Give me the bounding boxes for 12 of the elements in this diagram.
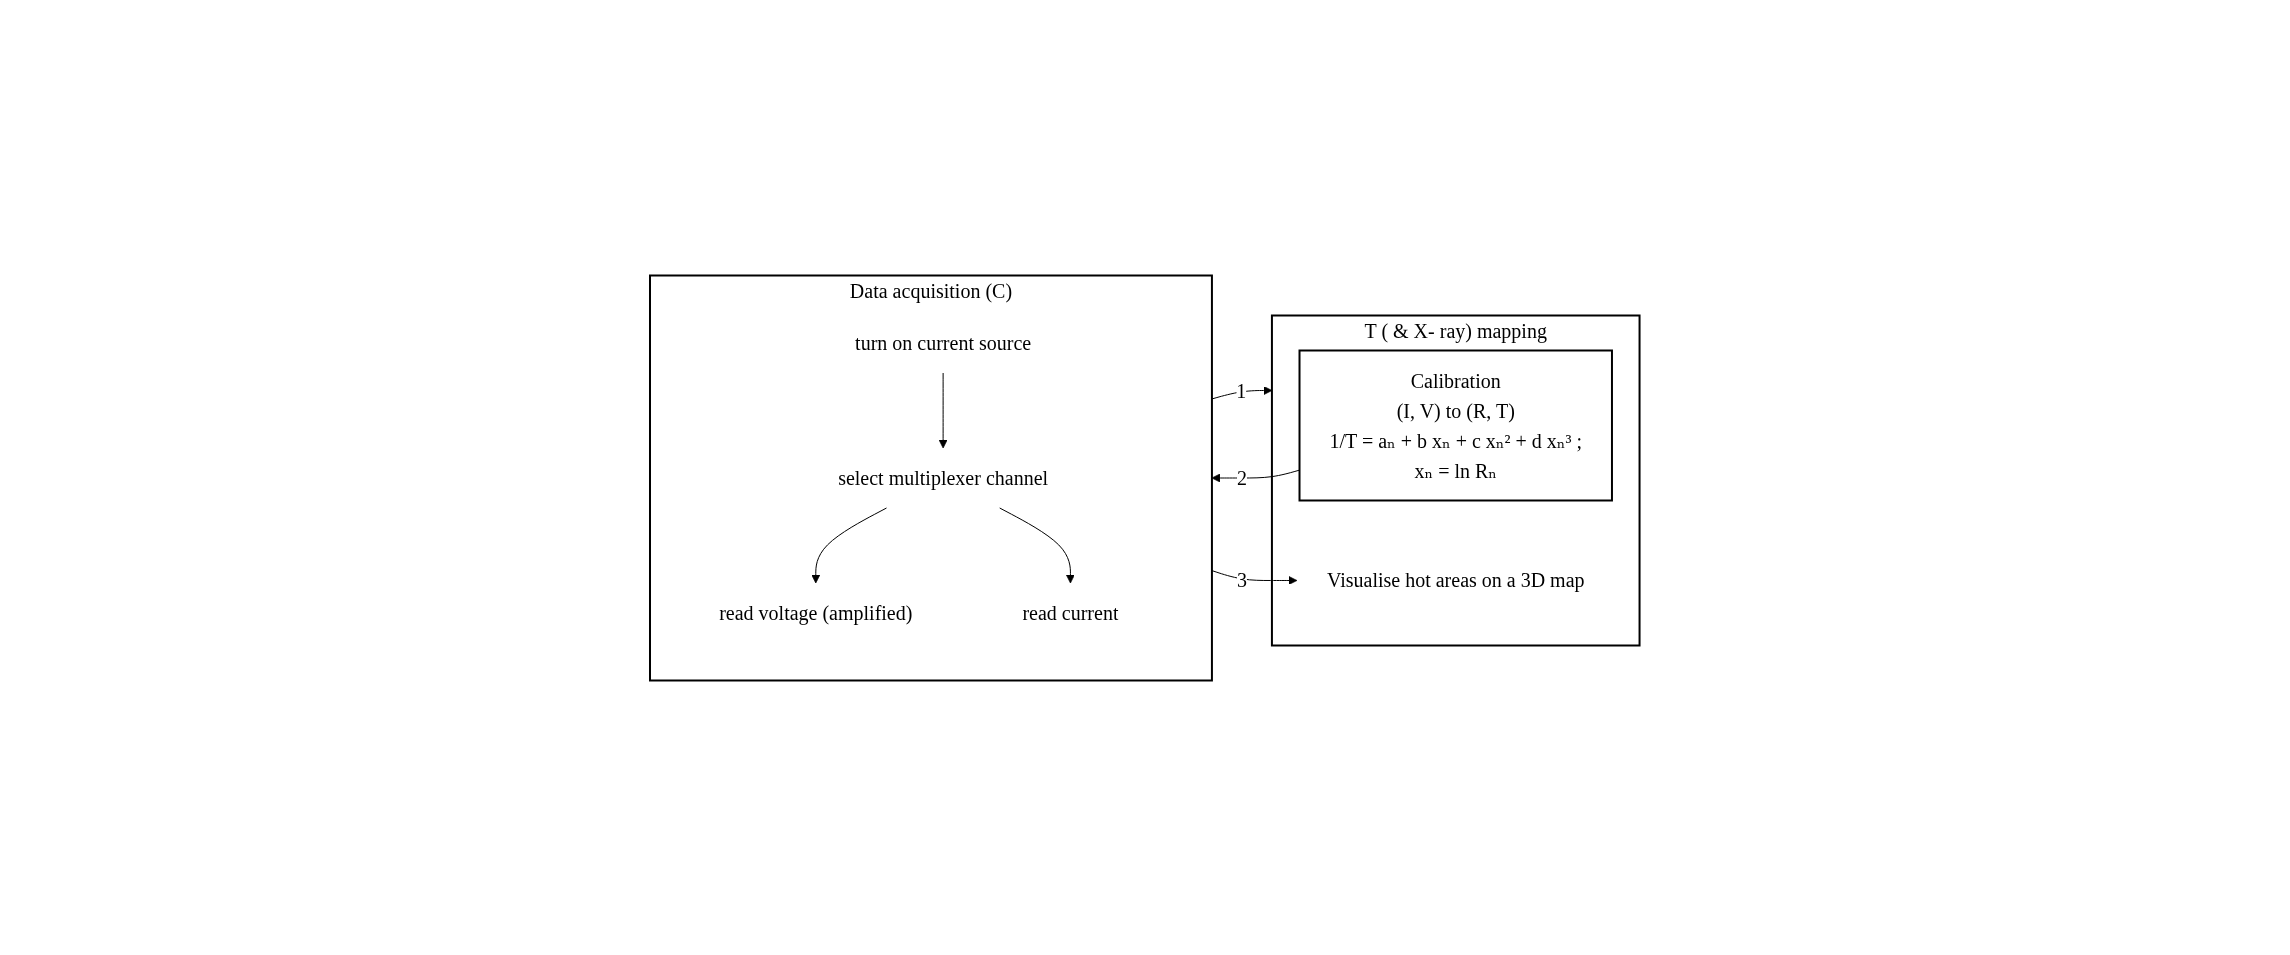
edge-label: 3 [1237, 569, 1248, 591]
node-text: read current [1022, 601, 1119, 624]
arrow [999, 507, 1076, 583]
node-box: Calibration (I, V) to (R, T) 1/T = aₙ + b xₙ + c xₙ² + d xₙ³ ; xₙ = ln Rₙ [1298, 349, 1614, 501]
edge-label: 1 [1236, 379, 1247, 402]
node-text: turn on current source [855, 331, 1032, 354]
arrow [938, 372, 948, 448]
node-text: select multiplexer channel [838, 466, 1049, 489]
edge-label: 2 [1237, 466, 1248, 489]
node-text: Visualise hot areas on a 3D map [1327, 569, 1585, 591]
arrow [811, 507, 888, 583]
node-text: read voltage (amplified) [719, 601, 913, 624]
